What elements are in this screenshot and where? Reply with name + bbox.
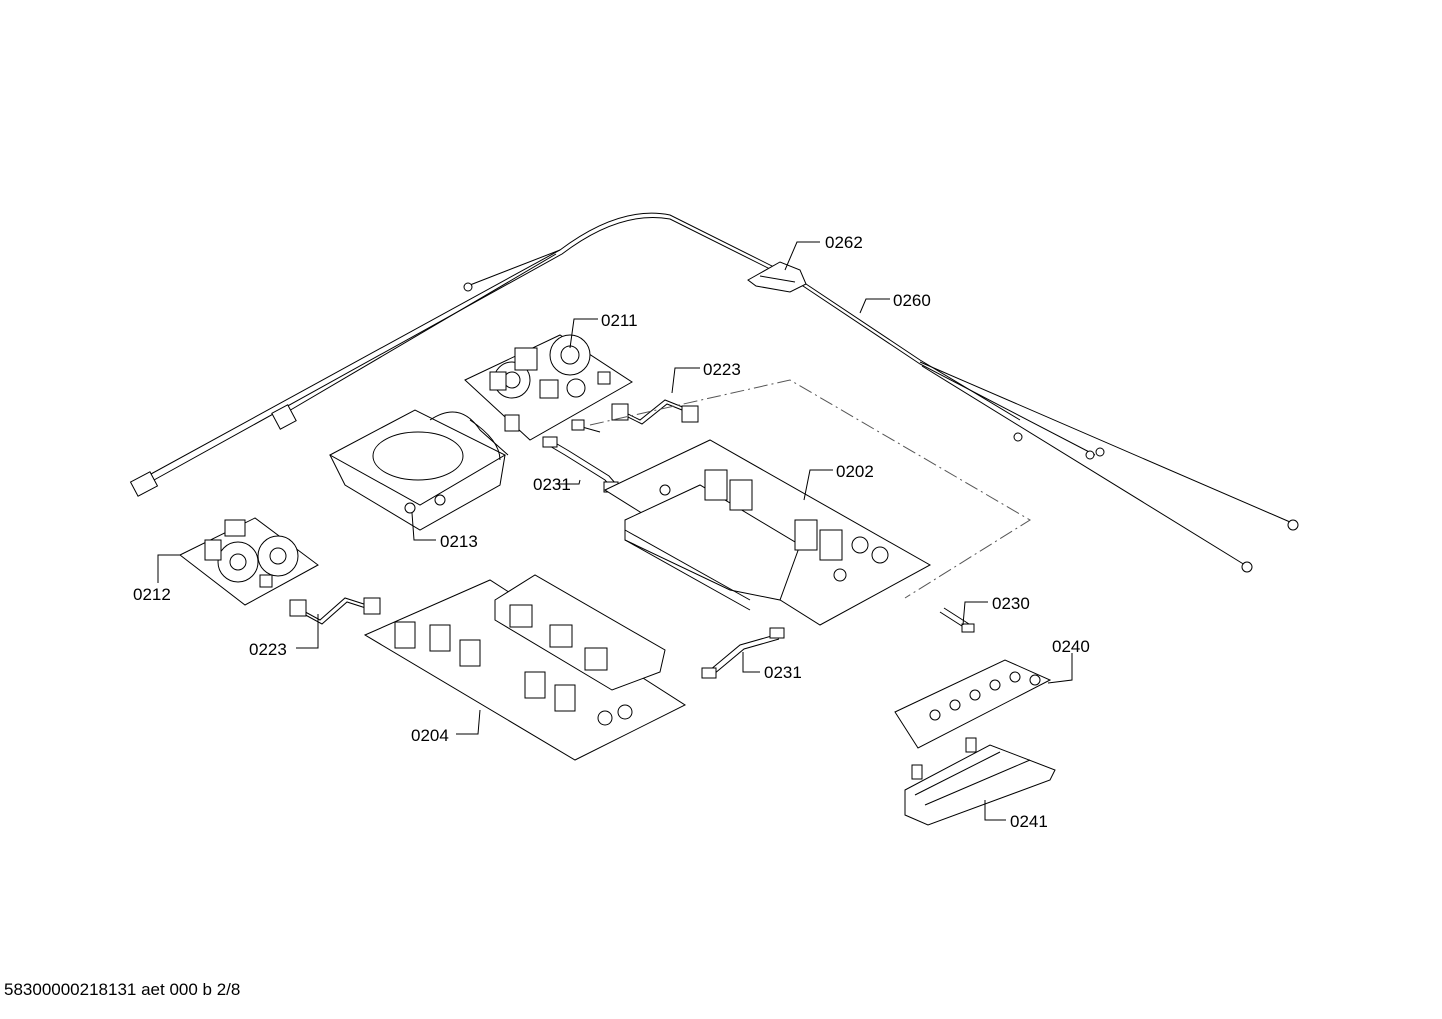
bracket-0241[interactable]: [904, 737, 1056, 826]
assembly-outline: [589, 379, 1031, 599]
connector-cable-0223-a[interactable]: [611, 399, 699, 425]
label-0230: 0230: [992, 594, 1030, 613]
label-0260: 0260: [893, 291, 931, 310]
ribbon-cable-0230[interactable]: [939, 607, 975, 633]
filter-board-0211[interactable]: [464, 334, 633, 441]
power-board-0202[interactable]: [603, 439, 932, 626]
label-0241: 0241: [1010, 812, 1048, 831]
label-0262: 0262: [825, 233, 863, 252]
label-0231-a: 0231: [533, 475, 571, 494]
control-board-0240[interactable]: [894, 659, 1052, 749]
label-0211: 0211: [601, 311, 638, 330]
label-0240: 0240: [1052, 637, 1090, 656]
filter-board-0212[interactable]: [179, 517, 319, 606]
document-footer-id: 58300000218131 aet 000 b 2/8: [4, 980, 241, 999]
label-0213: 0213: [440, 532, 478, 551]
label-0231-b: 0231: [764, 663, 802, 682]
label-0212: 0212: [133, 585, 171, 604]
ribbon-cable-0231-b[interactable]: [701, 627, 785, 679]
leader-lines: [157, 241, 1073, 821]
label-0223-a: 0223: [703, 360, 741, 379]
wiring-harness[interactable]: [129, 212, 1299, 573]
connector-cable-0223-b[interactable]: [289, 597, 381, 625]
induction-coil-0213[interactable]: [328, 409, 509, 531]
label-0202: 0202: [836, 462, 874, 481]
connector-small[interactable]: [571, 419, 601, 433]
part-labels: 0262 0260 0211 0223 0202 0231 0213 0212 …: [133, 233, 1090, 831]
label-0204: 0204: [411, 726, 449, 745]
power-board-0204[interactable]: [363, 574, 687, 761]
label-0223-b: 0223: [249, 640, 287, 659]
